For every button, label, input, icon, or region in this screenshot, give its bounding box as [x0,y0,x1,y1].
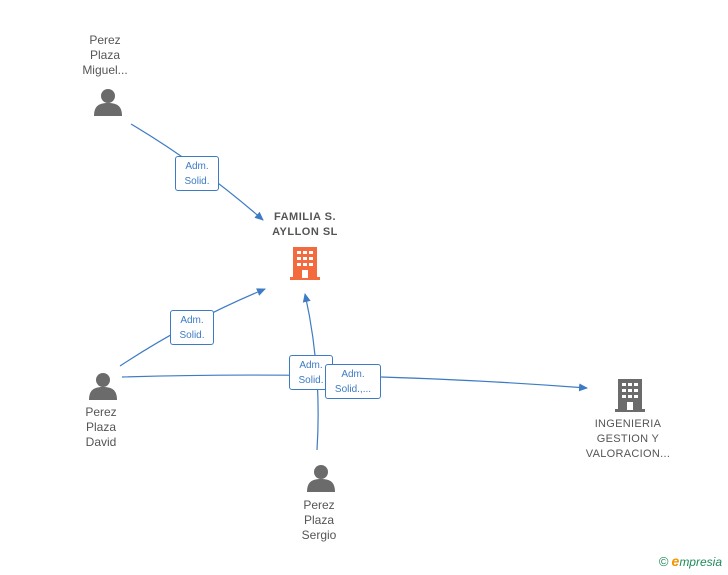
building-icon[interactable] [615,379,645,412]
company-label-ingenieria[interactable]: INGENIERIA GESTION Y VALORACION... [578,417,678,462]
person-icon[interactable] [89,373,117,400]
empresia-brand[interactable]: ©empresia [659,553,722,569]
person-icon[interactable] [94,89,122,116]
company-label-familia[interactable]: FAMILIA S. AYLLON SL [255,210,355,240]
role-line: Adm. [185,161,209,172]
name-line: Sergio [301,528,337,542]
role-line: Adm. [299,360,323,371]
brand-logo-mark: e [671,553,680,569]
name-line: INGENIERIA [594,418,662,430]
edge-label-miguel-familia[interactable]: Adm. Solid. [175,156,219,191]
name-line: GESTION Y [596,433,660,445]
name-line: Perez [89,33,121,47]
edge-label-david-ingenieria[interactable]: Adm. Solid.,... [325,364,381,399]
role-line: Adm. [341,369,365,380]
name-line: VALORACION... [585,448,671,460]
person-icon[interactable] [307,465,335,492]
name-line: Perez [85,405,117,419]
role-line: Solid. [184,176,210,187]
name-line: David [85,435,117,449]
copyright-icon: © [658,554,669,569]
person-label-david[interactable]: Perez Plaza David [70,405,132,450]
name-line: Plaza [85,420,117,434]
name-line: Miguel... [82,63,128,77]
building-icon[interactable] [290,247,320,280]
edge-label-david-familia[interactable]: Adm. Solid. [170,310,214,345]
role-line: Solid.,... [334,384,372,395]
name-line: AYLLON SL [272,226,338,238]
person-label-miguel[interactable]: Perez Plaza Miguel... [74,33,136,78]
name-line: Perez [303,498,335,512]
person-label-sergio[interactable]: Perez Plaza Sergio [288,498,350,543]
name-line: Plaza [303,513,335,527]
role-line: Adm. [180,315,204,326]
role-line: Solid. [179,330,205,341]
role-line: Solid. [298,375,324,386]
brand-name: mpresia [679,555,722,569]
name-line: Plaza [89,48,121,62]
name-line: FAMILIA S. [273,211,337,223]
